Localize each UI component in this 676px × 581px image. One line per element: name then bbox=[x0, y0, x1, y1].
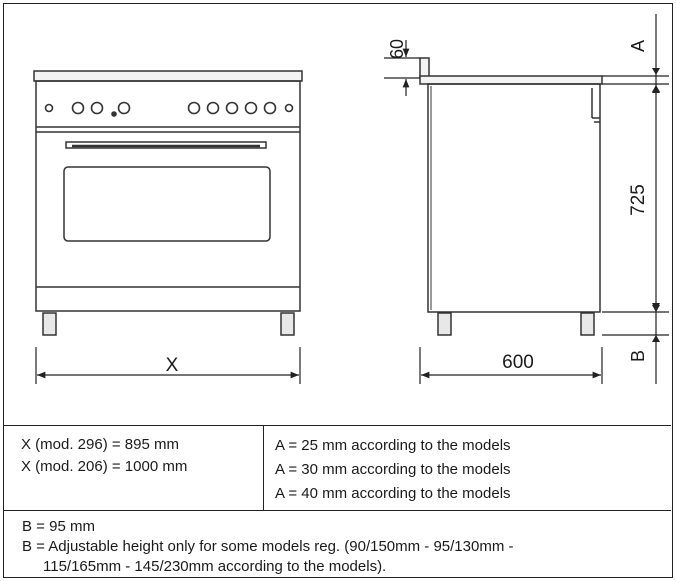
a-value-line: A = 25 mm according to the models bbox=[275, 437, 511, 454]
spec-row-x-a: X (mod. 296) = 895 mm X (mod. 206) = 100… bbox=[4, 426, 671, 511]
b-note-line: B = Adjustable height only for some mode… bbox=[22, 538, 514, 555]
backguard-dimension bbox=[384, 40, 420, 96]
cooktop-top bbox=[33, 70, 303, 82]
height-dimension-chain bbox=[602, 14, 669, 384]
front-body bbox=[35, 80, 301, 312]
x-values-cell: X (mod. 296) = 895 mm X (mod. 206) = 100… bbox=[4, 426, 264, 510]
x-value-line: X (mod. 206) = 1000 mm bbox=[21, 458, 188, 475]
side-top bbox=[419, 75, 603, 85]
depth-label: 600 bbox=[502, 352, 534, 373]
control-knobs bbox=[44, 101, 294, 117]
a-label: A bbox=[628, 40, 648, 52]
front-foot-left bbox=[42, 312, 57, 336]
depth-dimension bbox=[419, 347, 603, 384]
a-value-line: A = 40 mm according to the models bbox=[275, 485, 511, 502]
a-value-line: A = 30 mm according to the models bbox=[275, 461, 511, 478]
width-label: X bbox=[166, 355, 179, 376]
width-dimension bbox=[35, 347, 301, 384]
b-note-line: 115/165mm - 145/230mm according to the m… bbox=[43, 558, 387, 575]
side-body bbox=[427, 83, 601, 313]
spec-table: X (mod. 296) = 895 mm X (mod. 206) = 100… bbox=[4, 425, 671, 577]
height-label: 725 bbox=[628, 184, 649, 216]
side-foot-right bbox=[580, 312, 595, 336]
diagram-sheet: X 600 60 bbox=[3, 3, 673, 578]
backguard bbox=[419, 57, 430, 79]
x-value-line: X (mod. 296) = 895 mm bbox=[21, 436, 179, 453]
oven-window bbox=[63, 166, 271, 242]
door-handle bbox=[65, 141, 267, 149]
dimension-drawing: X 600 60 bbox=[33, 14, 669, 384]
side-view bbox=[419, 57, 603, 336]
b-label: B bbox=[628, 350, 648, 362]
backguard-label: 60 bbox=[387, 39, 407, 59]
b-value-line: B = 95 mm bbox=[22, 518, 95, 535]
side-foot-left bbox=[437, 312, 452, 336]
spec-row-b: B = 95 mm B = Adjustable height only for… bbox=[4, 511, 671, 577]
front-foot-right bbox=[280, 312, 295, 336]
front-view bbox=[33, 70, 303, 336]
a-values-cell: A = 25 mm according to the models A = 30… bbox=[264, 426, 671, 518]
